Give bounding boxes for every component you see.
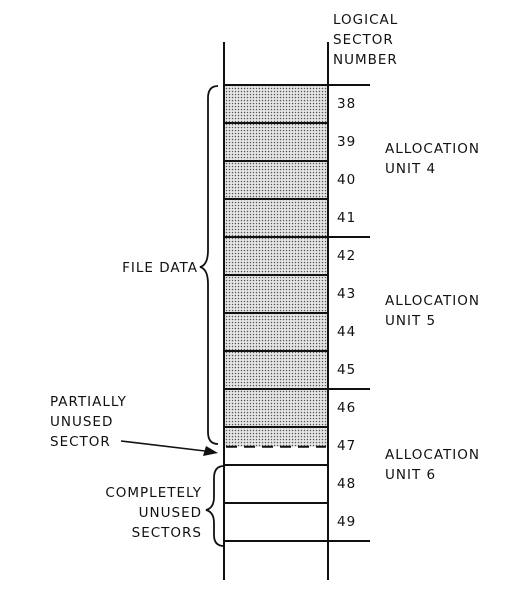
sector-43-fill <box>224 275 328 313</box>
column-header: LOGICAL SECTOR NUMBER <box>333 12 398 68</box>
partially-unused-arrow-line <box>120 440 206 452</box>
sector-number-44: 44 <box>337 324 356 340</box>
sector-38-fill <box>224 85 328 123</box>
completely-unused-line-3: SECTORS <box>132 525 202 541</box>
completely-unused-line-2: UNUSED <box>139 505 202 521</box>
sector-number-46: 46 <box>337 400 356 416</box>
sector-42-fill <box>224 237 328 275</box>
sector-41-fill <box>224 199 328 237</box>
sector-47-fill <box>224 427 328 447</box>
allocation-unit-labels: ALLOCATION UNIT 4 ALLOCATION UNIT 5 ALLO… <box>385 141 480 483</box>
header-line-3: NUMBER <box>333 52 398 68</box>
allocation-unit-4-line-2: UNIT 4 <box>385 161 436 177</box>
sector-number-48: 48 <box>337 476 356 492</box>
partially-unused-arrow-head <box>203 446 218 456</box>
allocation-unit-4-line-1: ALLOCATION <box>385 141 480 157</box>
completely-unused-brace <box>205 465 225 547</box>
header-line-2: SECTOR <box>333 32 394 48</box>
sector-40-fill <box>224 161 328 199</box>
partially-unused-line-3: SECTOR <box>50 434 111 450</box>
sector-number-38: 38 <box>337 96 356 112</box>
sector-number-40: 40 <box>337 172 356 188</box>
partially-unused-label: PARTIALLY UNUSED SECTOR <box>50 394 127 450</box>
allocation-unit-5-line-2: UNIT 5 <box>385 313 436 329</box>
partially-unused-line-2: UNUSED <box>50 414 113 430</box>
sector-number-47: 47 <box>337 438 356 454</box>
sector-45-fill <box>224 351 328 389</box>
sector-46-fill <box>224 389 328 427</box>
sector-stack: 38 39 40 41 42 43 44 45 46 47 48 49 <box>223 42 370 580</box>
sector-number-43: 43 <box>337 286 356 302</box>
completely-unused-line-1: COMPLETELY <box>105 485 202 501</box>
sector-number-41: 41 <box>337 210 356 226</box>
file-data-label: FILE DATA <box>122 260 198 276</box>
allocation-unit-6-line-1: ALLOCATION <box>385 447 480 463</box>
sector-number-39: 39 <box>337 134 356 150</box>
sector-39-fill <box>224 123 328 161</box>
allocation-unit-5-line-1: ALLOCATION <box>385 293 480 309</box>
partially-unused-line-1: PARTIALLY <box>50 394 127 410</box>
header-line-1: LOGICAL <box>333 12 398 28</box>
file-data-brace <box>199 85 219 445</box>
allocation-unit-6-line-2: UNIT 6 <box>385 467 436 483</box>
sector-number-42: 42 <box>337 248 356 264</box>
completely-unused-label: COMPLETELY UNUSED SECTORS <box>105 485 202 541</box>
sector-number-49: 49 <box>337 514 356 530</box>
sector-number-45: 45 <box>337 362 356 378</box>
sector-44-fill <box>224 313 328 351</box>
